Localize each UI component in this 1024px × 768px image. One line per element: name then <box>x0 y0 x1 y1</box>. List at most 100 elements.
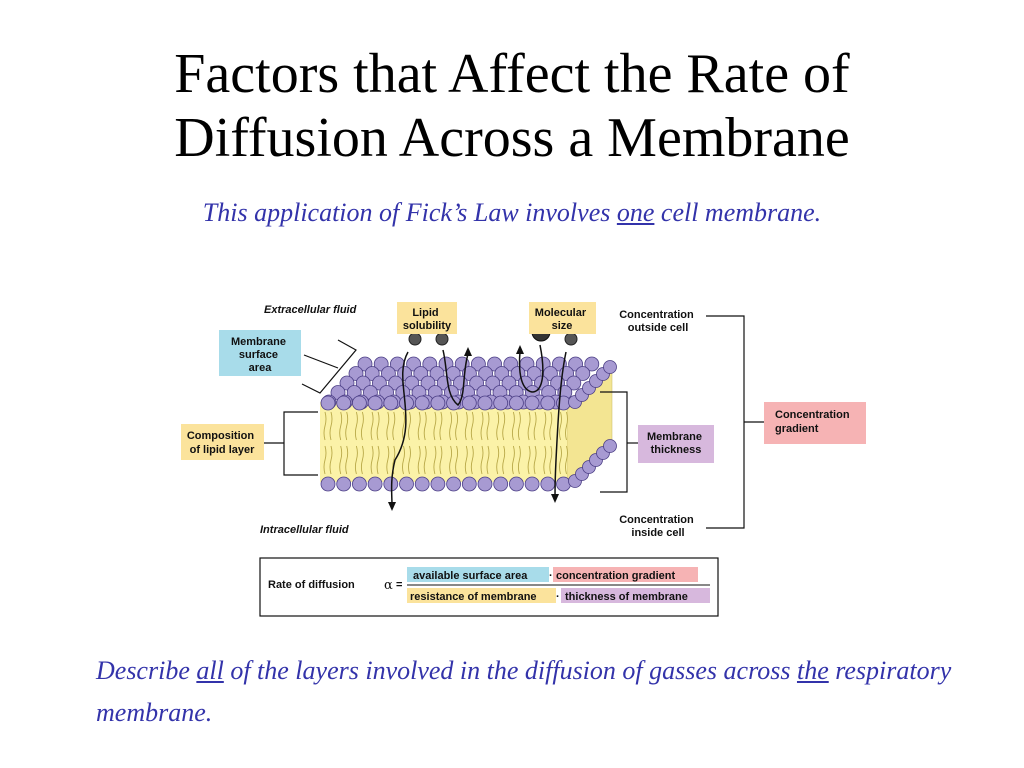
lipid-tail <box>433 411 437 441</box>
lipid-tails <box>323 411 568 475</box>
concentration-gradient-label: Concentration gradient <box>775 409 853 435</box>
membrane-diagram: Extracellular fluid Intracellular fluid … <box>181 302 866 617</box>
lipid-solubility-label: Lipid solubility <box>403 307 452 332</box>
lipid-tail <box>370 411 374 441</box>
membrane-block <box>320 356 617 492</box>
lipid-tail <box>354 445 358 475</box>
lipid-tail <box>543 411 547 441</box>
lipid-tail <box>339 411 343 441</box>
thickness-bracket <box>600 391 628 493</box>
lipid-tail <box>345 411 349 441</box>
phospholipid-head <box>461 476 477 492</box>
subtitle: This application of Fick’s Law involves … <box>0 198 1024 228</box>
lipid-tail <box>408 445 411 475</box>
diffusion-path-2 <box>442 349 469 407</box>
composition-bracket <box>283 411 318 476</box>
small-molecule <box>564 332 578 346</box>
subtitle-prefix: This application of Fick’s Law involves <box>202 198 617 227</box>
denominator-thickness: thickness of membrane <box>565 591 688 603</box>
phospholipid-head <box>399 395 414 411</box>
intracellular-fluid-label: Intracellular fluid <box>260 524 349 536</box>
lipid-tail <box>549 411 553 441</box>
lipid-tail <box>408 411 411 441</box>
lipid-tail <box>417 411 421 441</box>
phospholipid-head <box>336 476 352 492</box>
phospholipid-head <box>414 476 430 492</box>
phospholipid-head <box>477 395 493 411</box>
question-text: Describe all of the layers involved in t… <box>96 650 976 734</box>
lipid-tail <box>470 411 474 441</box>
phospholipid-head <box>540 476 556 492</box>
phospholipid-head <box>446 395 462 411</box>
lipid-tail <box>559 445 562 475</box>
lipid-tail <box>527 411 531 441</box>
composition-lipid-layer-label: Composition of lipid layer <box>187 430 257 456</box>
phospholipid-head <box>336 395 352 411</box>
question-part-3: respiratory membrane. <box>96 656 952 727</box>
lipid-tail <box>496 445 500 475</box>
lipid-solubility-box <box>397 302 457 334</box>
lipid-tail <box>402 445 405 475</box>
extracellular-fluid-label: Extracellular fluid <box>264 304 357 316</box>
phospholipid-head <box>320 395 336 411</box>
lipid-molecule-1 <box>408 332 422 346</box>
membrane-surface-area-label: Membrane surface area <box>231 336 289 374</box>
phospholipid-head <box>446 476 462 492</box>
resistance-highlight <box>407 588 556 603</box>
phospholipid-head <box>603 439 617 453</box>
lipid-tail <box>386 445 390 475</box>
membrane-thickness-label: Membrane thickness <box>647 431 705 456</box>
lipid-tail <box>517 411 521 441</box>
diffusion-path-3 <box>518 344 544 393</box>
arrowhead-4 <box>551 494 559 503</box>
lipid-tail <box>502 445 506 475</box>
lipid-molecule-2 <box>435 332 449 346</box>
lipid-tail <box>549 445 553 475</box>
lipid-tail <box>470 445 474 475</box>
gradient-highlight <box>553 567 698 582</box>
thickness-highlight <box>561 588 710 603</box>
phospholipid-head <box>383 476 399 492</box>
phospholipid-head <box>493 395 509 411</box>
membrane-thickness-box <box>638 425 714 463</box>
lipid-tail <box>517 445 521 475</box>
lipid-tail <box>533 411 537 441</box>
lipid-tail <box>464 411 468 441</box>
question-emphasis-all: all <box>196 656 224 685</box>
phospholipid-head <box>524 395 540 411</box>
diffusion-path-4 <box>554 351 567 499</box>
lipid-tail <box>386 411 390 441</box>
lipid-tail <box>376 411 380 441</box>
denominator-resistance: resistance of membrane <box>410 591 537 603</box>
phospholipid-head <box>320 476 336 492</box>
lipid-tail <box>360 445 364 475</box>
lipid-tail <box>339 445 343 475</box>
lipid-tail <box>423 445 427 475</box>
phospholipid-head <box>399 476 414 492</box>
subtitle-suffix: cell membrane. <box>654 198 822 227</box>
molecular-size-box <box>529 302 596 334</box>
phospholipid-head <box>524 476 540 492</box>
lipid-tail <box>345 445 349 475</box>
lipid-tail <box>480 411 484 441</box>
molecular-size-label: Molecular size <box>535 307 589 332</box>
phospholipid-head <box>430 395 446 411</box>
lipid-tail <box>533 445 537 475</box>
proportional-symbol: α <box>384 578 393 593</box>
question-part-1: Describe <box>96 656 197 685</box>
concentration-inside-label: Concentration inside cell <box>619 514 697 539</box>
phospholipid-head <box>575 366 591 381</box>
slide-title: Factors that Affect the Rate of Diffusio… <box>0 42 1024 170</box>
lipid-tail <box>402 411 405 441</box>
phospholipid-head <box>383 395 399 411</box>
lipid-tail <box>486 411 490 441</box>
subtitle-emphasis: one <box>616 198 655 227</box>
lipid-tail <box>323 445 327 475</box>
formula-lhs: Rate of diffusion <box>268 579 355 591</box>
lipid-tail <box>455 445 459 475</box>
lipid-tail <box>565 445 568 475</box>
lipid-tail <box>502 411 506 441</box>
arrowhead-2 <box>464 347 472 356</box>
fick-formula: Rate of diffusion α = available surface … <box>259 557 719 617</box>
